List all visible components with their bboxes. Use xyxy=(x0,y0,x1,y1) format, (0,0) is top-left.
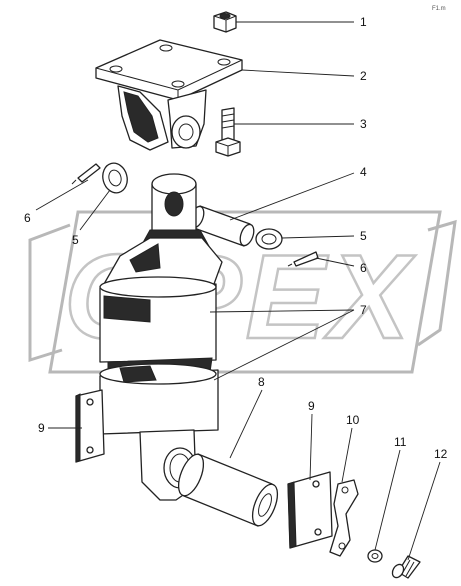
part-7-spring-assembly xyxy=(99,173,223,501)
callout-10: 10 xyxy=(346,413,360,427)
callout-1: 1 xyxy=(360,15,367,29)
callout-2: 2 xyxy=(360,69,367,83)
part-9-side-plate-right xyxy=(287,471,333,549)
part-1-nut xyxy=(213,11,237,33)
callout-8: 8 xyxy=(258,375,265,389)
callout-11: 11 xyxy=(394,435,407,449)
callout-3: 3 xyxy=(360,117,367,131)
part-5-washer-left xyxy=(102,162,128,194)
callout-5-left: 5 xyxy=(72,233,79,247)
watermark-left-swoosh xyxy=(28,223,71,363)
callout-6-right: 6 xyxy=(360,261,367,275)
part-12-bolt xyxy=(391,555,421,579)
part-3-bolt xyxy=(215,107,241,157)
watermark-right-swoosh xyxy=(417,219,457,347)
callout-numbers: 1 2 3 4 5 5 6 6 7 8 9 9 10 11 12 xyxy=(24,15,448,461)
callout-7: 7 xyxy=(360,303,367,317)
part-2-mounting-bracket xyxy=(95,39,243,151)
callout-5-right: 5 xyxy=(360,229,367,243)
callout-12: 12 xyxy=(434,447,448,461)
callout-9-right: 9 xyxy=(308,399,315,413)
part-5-washer-right xyxy=(255,228,283,250)
callout-6-left: 6 xyxy=(24,211,31,225)
part-6-cotter-pin-left xyxy=(71,163,101,185)
callout-4: 4 xyxy=(360,165,367,179)
part-8-bushing xyxy=(177,453,279,527)
callout-9-left: 9 xyxy=(38,421,45,435)
part-9-side-plate-left xyxy=(75,389,105,463)
part-10-lock-plate xyxy=(329,479,359,557)
part-11-washer-nut xyxy=(367,549,383,563)
watermark-frame xyxy=(48,210,442,374)
leader-lines xyxy=(35,21,441,561)
corner-mark: F1.m xyxy=(432,6,446,12)
